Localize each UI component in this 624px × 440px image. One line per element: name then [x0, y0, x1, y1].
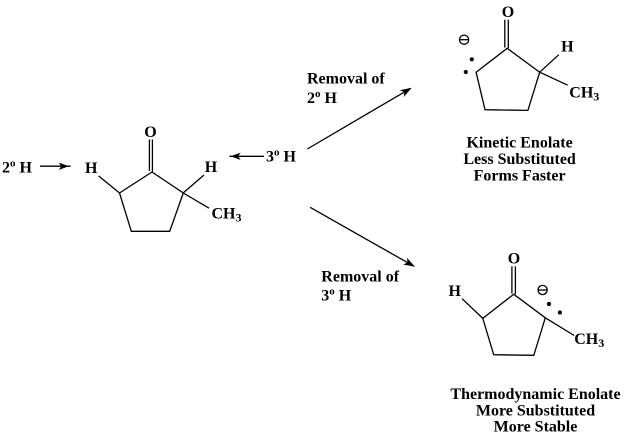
svg-text:More Substituted: More Substituted: [476, 403, 595, 420]
svg-text:Forms Faster: Forms Faster: [474, 168, 566, 185]
svg-text:2o H: 2o H: [2, 158, 33, 177]
svg-text:2o H: 2o H: [307, 88, 338, 107]
svg-text:CH3: CH3: [569, 85, 599, 104]
svg-text:O: O: [508, 251, 520, 268]
svg-text:H: H: [205, 159, 218, 176]
svg-text:H: H: [561, 39, 574, 56]
svg-text:H: H: [85, 160, 98, 177]
svg-text:Less Substituted: Less Substituted: [463, 151, 576, 168]
svg-text:More Stable: More Stable: [494, 418, 578, 435]
svg-text:Thermodynamic Enolate: Thermodynamic Enolate: [450, 386, 620, 403]
svg-text:CH3: CH3: [574, 331, 604, 350]
svg-text:3o H: 3o H: [321, 285, 352, 304]
svg-text:Kinetic Enolate: Kinetic Enolate: [466, 135, 572, 152]
svg-text:Removal of: Removal of: [307, 71, 385, 88]
svg-text:3o H: 3o H: [266, 147, 297, 166]
svg-text:O: O: [144, 124, 156, 141]
svg-text:Removal of: Removal of: [321, 268, 399, 285]
svg-text:H: H: [448, 283, 461, 300]
svg-text:CH3: CH3: [212, 206, 242, 225]
svg-text:O: O: [502, 4, 514, 21]
